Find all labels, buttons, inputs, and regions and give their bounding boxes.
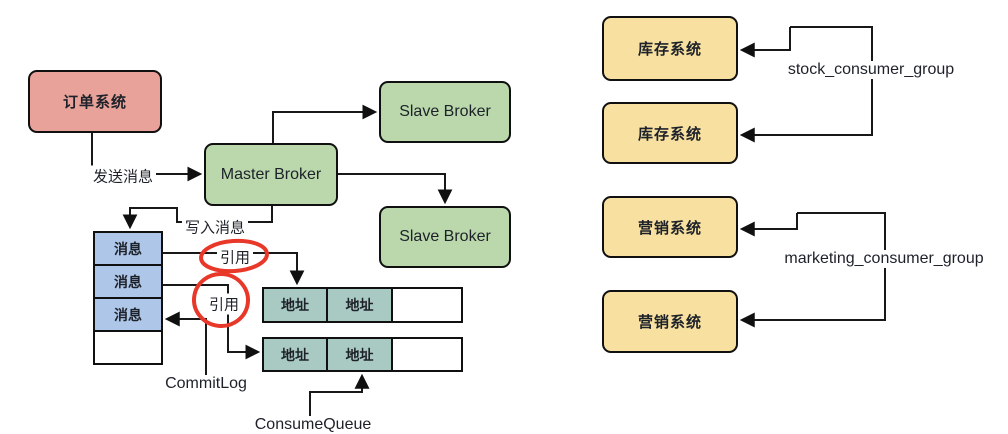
slave-broker-top-label: Slave Broker <box>399 103 491 120</box>
edge-marketing-consumer-1 <box>739 213 798 237</box>
order-system-label: 订单系统 <box>62 94 127 111</box>
marketing-system-bottom-node: 营销系统 <box>602 290 738 353</box>
consumequeue-label: ConsumeQueue <box>251 416 375 434</box>
edge-commitlog <box>164 311 207 377</box>
stock-system-top-label: 库存系统 <box>637 41 702 58</box>
slave-broker-bottom-label: Slave Broker <box>399 228 491 245</box>
marketing-system-top-label: 营销系统 <box>637 219 702 237</box>
address-cell-empty <box>391 337 463 372</box>
order-system-node: 订单系统 <box>28 70 162 133</box>
ref-label-top: 引用 <box>216 246 254 268</box>
stock-consumer-group-label: stock_consumer_group <box>784 61 958 79</box>
address-cell-label: 地址 <box>281 346 309 363</box>
stock-system-bottom-node: 库存系统 <box>602 102 738 164</box>
address-cell: 地址 <box>326 337 393 372</box>
master-broker-node: Master Broker <box>204 143 338 206</box>
consume-queue-row-1: 地址 地址 <box>262 287 463 323</box>
edge-master-to-slave-bottom <box>338 173 453 205</box>
marketing-system-bottom-label: 营销系统 <box>637 314 702 331</box>
message-cell-label: 消息 <box>114 273 142 290</box>
edge-stock-consumer-2 <box>739 26 873 143</box>
address-cell-label: 地址 <box>345 346 374 363</box>
message-cell: 消息 <box>93 264 163 299</box>
master-broker-label: Master Broker <box>220 165 322 183</box>
slave-broker-bottom-node: Slave Broker <box>379 206 511 268</box>
stock-system-bottom-label: 库存系统 <box>637 125 702 143</box>
message-cell: 消息 <box>93 297 163 332</box>
address-cell-empty <box>391 287 463 323</box>
slave-broker-top-node: Slave Broker <box>379 81 511 143</box>
message-cell-empty <box>93 330 163 365</box>
consume-queue-row-2: 地址 地址 <box>262 337 463 372</box>
ref-label-bottom: 引用 <box>205 293 243 315</box>
edge-master-to-slave-top <box>272 104 378 143</box>
address-cell: 地址 <box>262 287 328 323</box>
address-cell: 地址 <box>262 337 328 372</box>
message-cell-label: 消息 <box>114 240 142 257</box>
stock-system-top-node: 库存系统 <box>602 16 738 81</box>
address-cell: 地址 <box>326 287 393 323</box>
write-message-label: 写入消息 <box>181 216 249 238</box>
message-cell-label: 消息 <box>114 306 142 323</box>
send-message-label: 发送消息 <box>89 165 157 187</box>
commitlog-stack: 消息 消息 消息 <box>93 231 163 365</box>
edge-stock-consumer-1 <box>739 27 791 58</box>
commitlog-label: CommitLog <box>162 375 250 393</box>
address-cell-label: 地址 <box>345 297 374 313</box>
address-cell-label: 地址 <box>281 297 309 313</box>
marketing-system-top-node: 营销系统 <box>602 196 738 258</box>
marketing-consumer-group-label: marketing_consumer_group <box>781 250 987 268</box>
message-cell: 消息 <box>93 231 163 266</box>
edge-consumequeue <box>309 373 370 416</box>
